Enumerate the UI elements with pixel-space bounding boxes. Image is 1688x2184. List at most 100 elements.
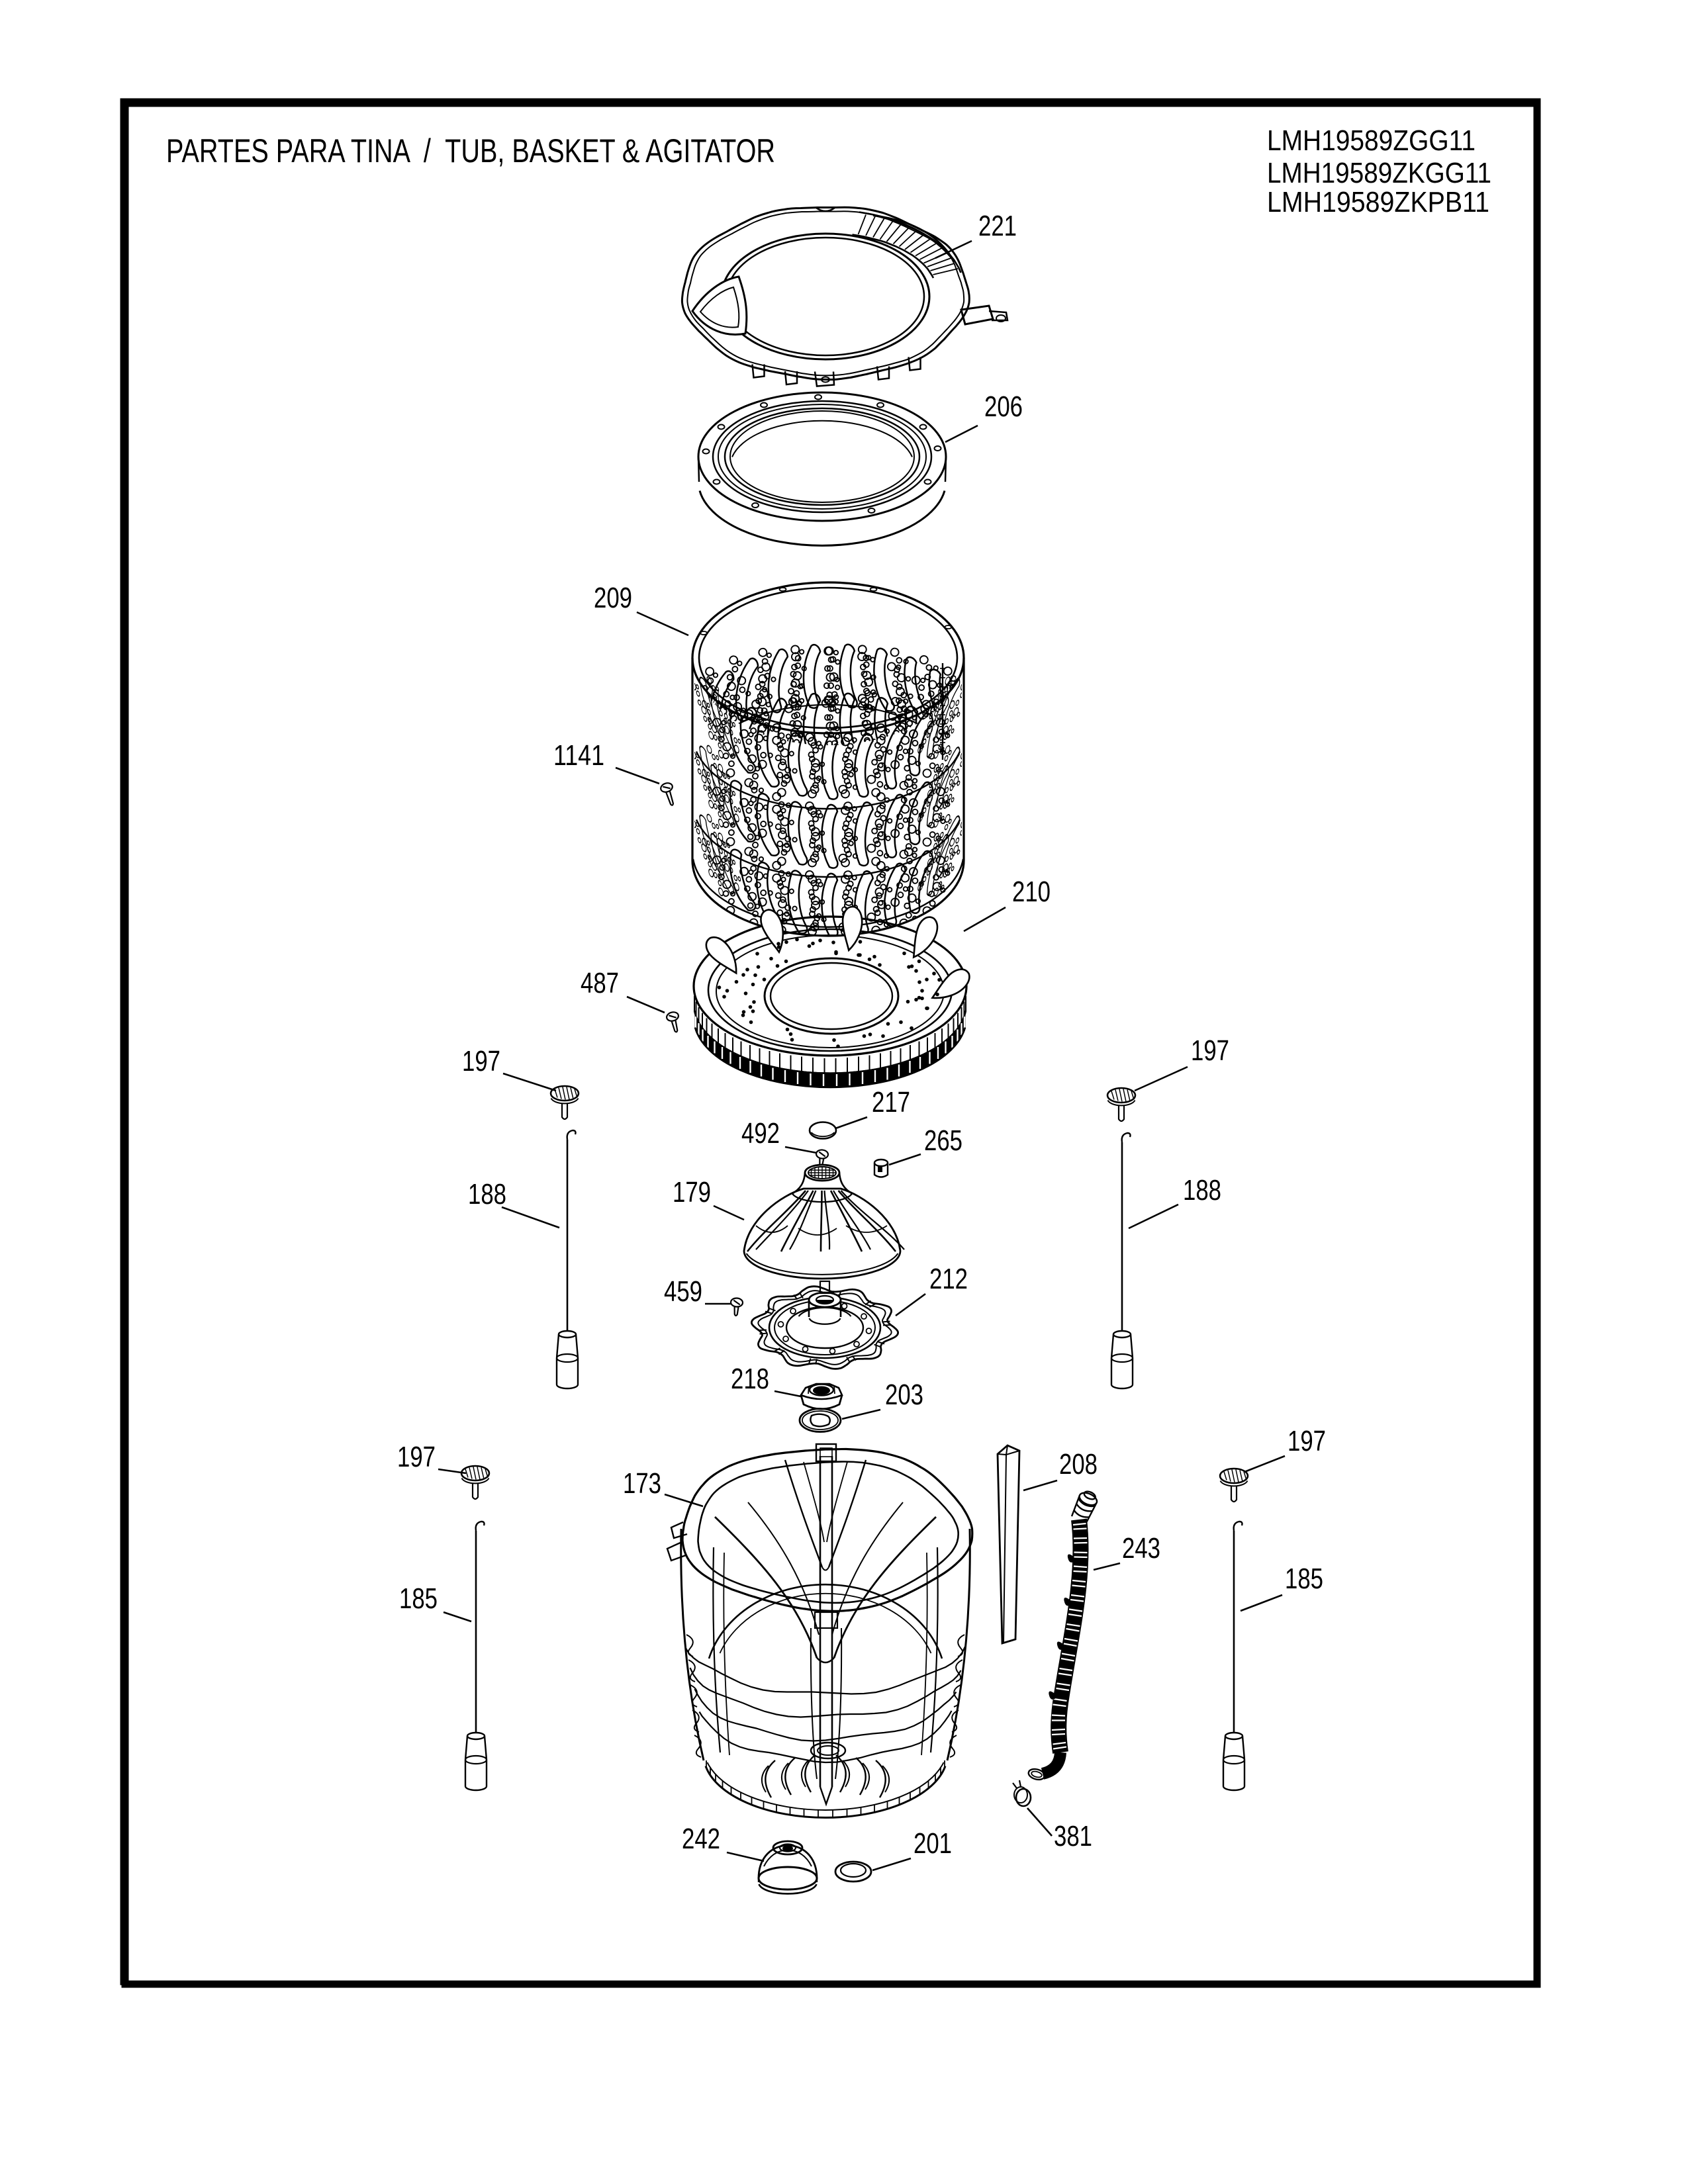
- screw-body: [660, 782, 675, 806]
- part-number-label: 459: [664, 1275, 702, 1308]
- part-number-label: 179: [673, 1176, 711, 1208]
- part-number-label: 197: [1288, 1425, 1326, 1457]
- callout-179-impeller: 179: [673, 1176, 745, 1221]
- callout-208-strip: 208: [1023, 1448, 1098, 1492]
- part-number-label: 221: [978, 210, 1017, 242]
- part-number-label: 185: [399, 1582, 438, 1615]
- part-197-screw-right-top: [1106, 1087, 1137, 1122]
- part-number-label: 208: [1059, 1448, 1098, 1480]
- leader-line: [664, 1493, 704, 1508]
- leader-line: [443, 1611, 472, 1623]
- part-number-label: 197: [397, 1441, 436, 1473]
- part-210-basket-base: [692, 905, 970, 1089]
- callout-242-grommet: 242: [682, 1823, 765, 1862]
- leader-line: [713, 1205, 745, 1221]
- page-title: PARTES PARA TINA / TUB, BASKET & AGITATO…: [166, 132, 775, 169]
- part-203-seal: [798, 1408, 842, 1433]
- leader-line: [963, 906, 1006, 933]
- leader-line: [1023, 1479, 1058, 1492]
- callout-487-screw: 487: [581, 967, 665, 1014]
- callout-188-suspension-rod-left: 188: [468, 1178, 560, 1229]
- callout-188-suspension-rod-right: 188: [1128, 1174, 1221, 1230]
- leader-line: [438, 1468, 467, 1475]
- callout-265-nut: 265: [888, 1124, 962, 1166]
- callout-203-seal: 203: [841, 1379, 923, 1420]
- leader-line: [835, 1116, 868, 1130]
- part-number-label: 201: [914, 1827, 952, 1860]
- leader-line: [872, 1857, 912, 1872]
- leader-line: [945, 424, 978, 443]
- part-number-label: 188: [1183, 1174, 1221, 1206]
- part-number-label: 265: [924, 1124, 962, 1157]
- callout-197-suspension-rod-cap-right-bottom: 197: [1244, 1425, 1326, 1473]
- part-188-rod-left: [555, 1129, 579, 1390]
- part-487-screw: [666, 1011, 679, 1033]
- callout-197-suspension-rod-cap-left-bottom: 197: [397, 1441, 467, 1475]
- leader-line: [1027, 1807, 1053, 1837]
- leader-line: [935, 240, 972, 259]
- callout-381-clamp: 381: [1027, 1807, 1092, 1852]
- callout-197-suspension-rod-cap-left-top: 197: [462, 1045, 557, 1092]
- callout-243-drain-hose: 243: [1093, 1532, 1160, 1571]
- model-codes: LMH19589ZGG11 LMH19589ZKGG11 LMH19589ZKP…: [1267, 124, 1491, 218]
- part-number-label: 209: [594, 582, 632, 614]
- leader-line: [888, 1153, 921, 1166]
- part-381-clamp: [1012, 1780, 1032, 1807]
- callout-206-balance-ring: 206: [945, 390, 1023, 443]
- part-217-cap: [808, 1121, 837, 1140]
- leader-line: [774, 1390, 802, 1398]
- callout-1141-screw: 1141: [553, 739, 660, 785]
- part-number-label: 212: [929, 1263, 968, 1295]
- part-188-rod-right: [1110, 1132, 1134, 1390]
- callout-209-wash-basket: 209: [594, 582, 689, 637]
- callout-212-rotor-hub: 212: [895, 1263, 968, 1317]
- part-197-screw-left-bottom: [460, 1465, 491, 1500]
- callout-492-screw: 492: [741, 1117, 818, 1154]
- callout-173-outer-tub: 173: [623, 1467, 704, 1508]
- part-number-label: 185: [1285, 1563, 1323, 1595]
- part-number-label: 243: [1122, 1532, 1160, 1565]
- callout-459-screw: 459: [664, 1275, 731, 1308]
- callout-210-basket-base: 210: [963, 876, 1051, 933]
- part-1141-screw: [660, 782, 675, 806]
- part-number-label: 203: [885, 1379, 923, 1411]
- part-212-rotor: [750, 1280, 900, 1370]
- part-number-label: 381: [1054, 1820, 1092, 1852]
- callout-217-cap: 217: [835, 1086, 910, 1130]
- callout-218-nut: 218: [731, 1363, 802, 1398]
- part-number-label: 242: [682, 1823, 720, 1855]
- leader-line: [895, 1293, 926, 1317]
- leader-line: [1244, 1455, 1286, 1473]
- part-number-label: 1141: [553, 739, 604, 772]
- leader-line: [726, 1851, 765, 1862]
- part-number-label: 188: [468, 1178, 506, 1210]
- leader-line: [1240, 1594, 1283, 1612]
- leader-line: [626, 995, 665, 1014]
- border-outer-line: [120, 98, 1541, 1985]
- part-218-nut: [800, 1383, 843, 1410]
- leader-line: [1093, 1562, 1121, 1571]
- part-185-rod-left: [464, 1520, 488, 1792]
- callout-201-ring: 201: [872, 1827, 952, 1872]
- hub-mesh: [809, 1167, 835, 1179]
- part-number-label: 217: [872, 1086, 910, 1118]
- part-number-label: 197: [1191, 1034, 1229, 1067]
- leader-line: [615, 766, 660, 785]
- leader-line: [636, 611, 689, 637]
- border-inner-line: [121, 99, 1541, 1988]
- part-197-screw-right-bottom: [1219, 1467, 1249, 1503]
- callout-197-suspension-rod-cap-right-top: 197: [1134, 1034, 1229, 1092]
- page-border: [120, 98, 1541, 1988]
- leader-line: [784, 1146, 818, 1154]
- part-173-outer-tub: [666, 1443, 974, 1819]
- basket-pattern-front: [694, 672, 962, 936]
- part-242-grommet: [757, 1840, 818, 1895]
- part-number-label: 197: [462, 1045, 500, 1077]
- hose-top-connector: [1070, 1490, 1098, 1524]
- model-code-3: LMH19589ZKPB11: [1267, 186, 1489, 218]
- leader-line: [502, 1072, 557, 1092]
- callout-185-suspension-rod-left: 185: [399, 1582, 472, 1623]
- callout-221-tub-cover: 221: [935, 210, 1017, 259]
- part-number-label: 173: [623, 1467, 661, 1500]
